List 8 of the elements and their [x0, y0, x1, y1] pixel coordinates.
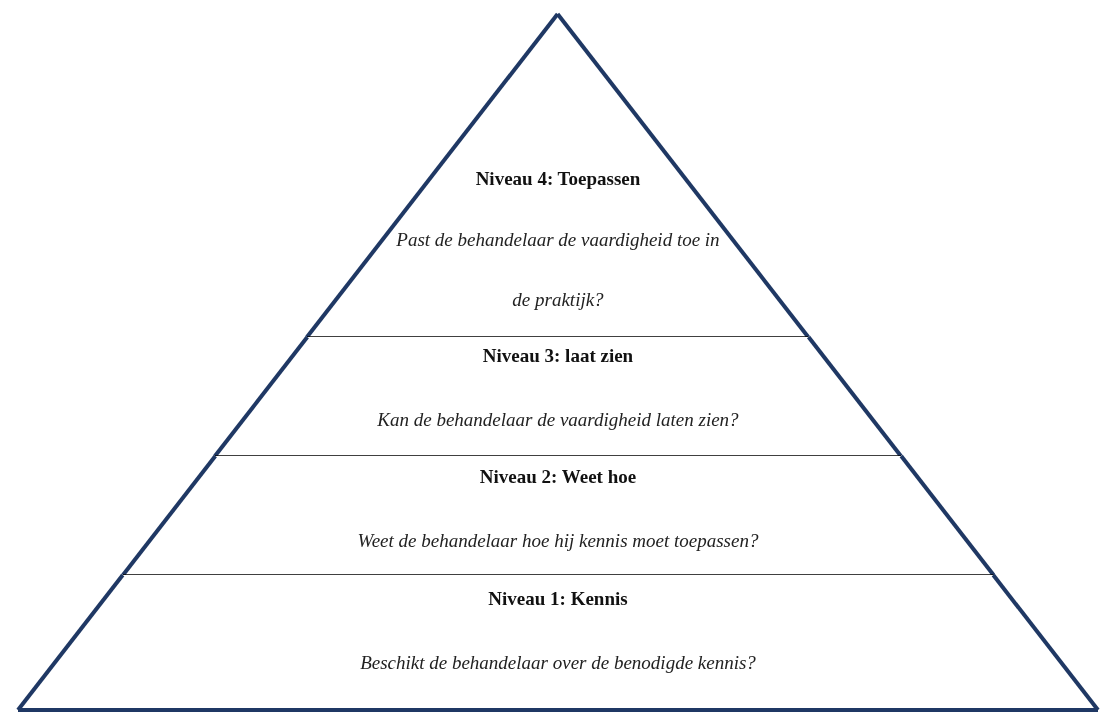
level-question: Weet de behandelaar hoe hij kennis moet toepassen?: [356, 529, 760, 553]
level-question: Beschikt de behandelaar over de benodigde kennis?: [359, 651, 757, 675]
level-heading: Niveau 1: Kennis: [488, 588, 628, 610]
level-heading: Niveau 3: laat zien: [482, 345, 634, 367]
level-heading: Niveau 2: Weet hoe: [479, 466, 637, 488]
level-question: Kan de behandelaar de vaardigheid laten zien?: [376, 408, 740, 432]
level-heading: Niveau 4: Toepassen: [475, 168, 641, 190]
level-question: Past de behandelaar de vaardigheid toe in de praktijk?: [395, 228, 721, 312]
